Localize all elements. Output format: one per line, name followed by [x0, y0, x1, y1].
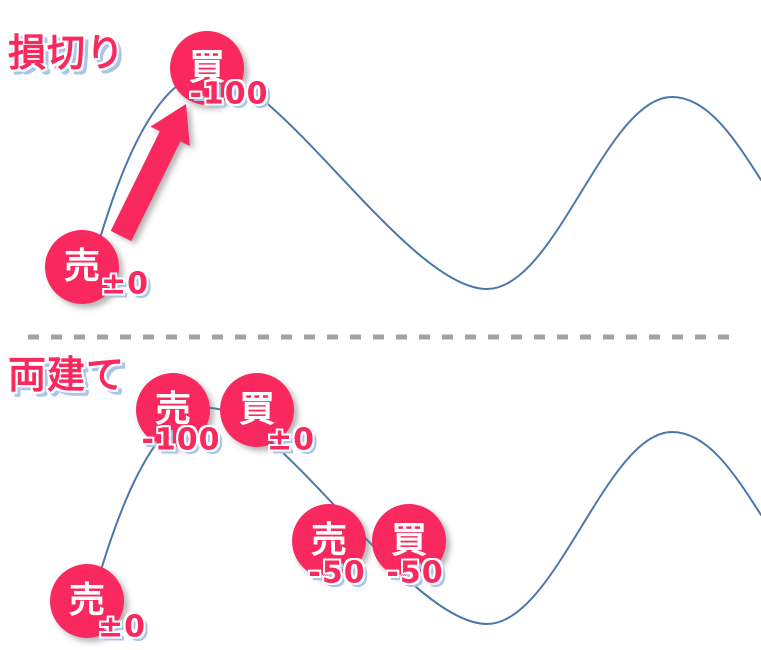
sell-pnl-value: -100	[141, 422, 221, 458]
sell-marker: 売	[292, 504, 366, 578]
price-curve-top	[84, 71, 761, 291]
sell-pnl-value: -50	[308, 555, 366, 591]
section-title-hedge: 両建て	[8, 353, 126, 397]
buy-pnl-value: -100	[189, 76, 269, 112]
price-curve-bottom	[84, 406, 761, 626]
sell-marker: 売	[136, 373, 210, 447]
buy-marker: 買	[220, 373, 294, 447]
sell-pnl-value: ±0	[97, 609, 147, 645]
buy-marker: 買	[170, 31, 244, 105]
buy-pnl-value: ±0	[266, 422, 316, 458]
sell-marker: 売	[45, 230, 119, 304]
up-arrow-icon	[110, 104, 190, 242]
sell-marker: 売	[50, 564, 124, 638]
sell-pnl-value: ±0	[100, 266, 150, 302]
buy-pnl-value: -50	[386, 555, 444, 591]
section-title-loss-cut: 損切り	[8, 31, 126, 75]
buy-marker: 買	[372, 504, 446, 578]
